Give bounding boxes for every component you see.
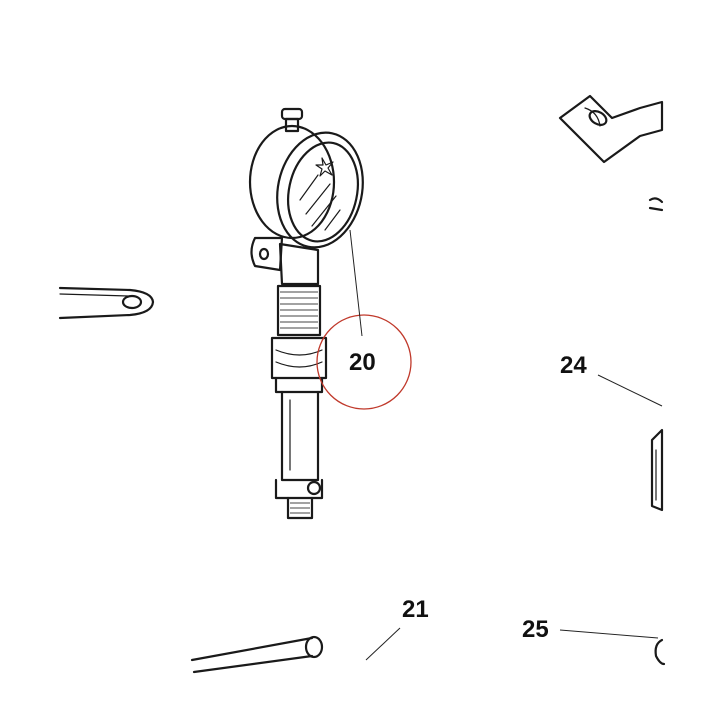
callout-label-24: 24 [560,352,587,379]
leader-line-21 [365,627,401,661]
highlight-circle [316,314,412,410]
callout-label-20: 20 [349,349,376,376]
clip-part-25 [654,638,666,666]
lever-arm-part [58,286,155,320]
leader-line-25 [559,629,659,639]
bracket-clip-part [558,94,664,212]
callout-label-25: 25 [522,616,549,643]
leader-line-24 [597,374,663,407]
pin-part-21 [190,635,324,674]
leader-line-20 [349,229,363,337]
callout-label-21: 21 [402,596,429,623]
dial-bore-gauge-part [248,107,364,520]
block-part-24 [650,428,664,512]
